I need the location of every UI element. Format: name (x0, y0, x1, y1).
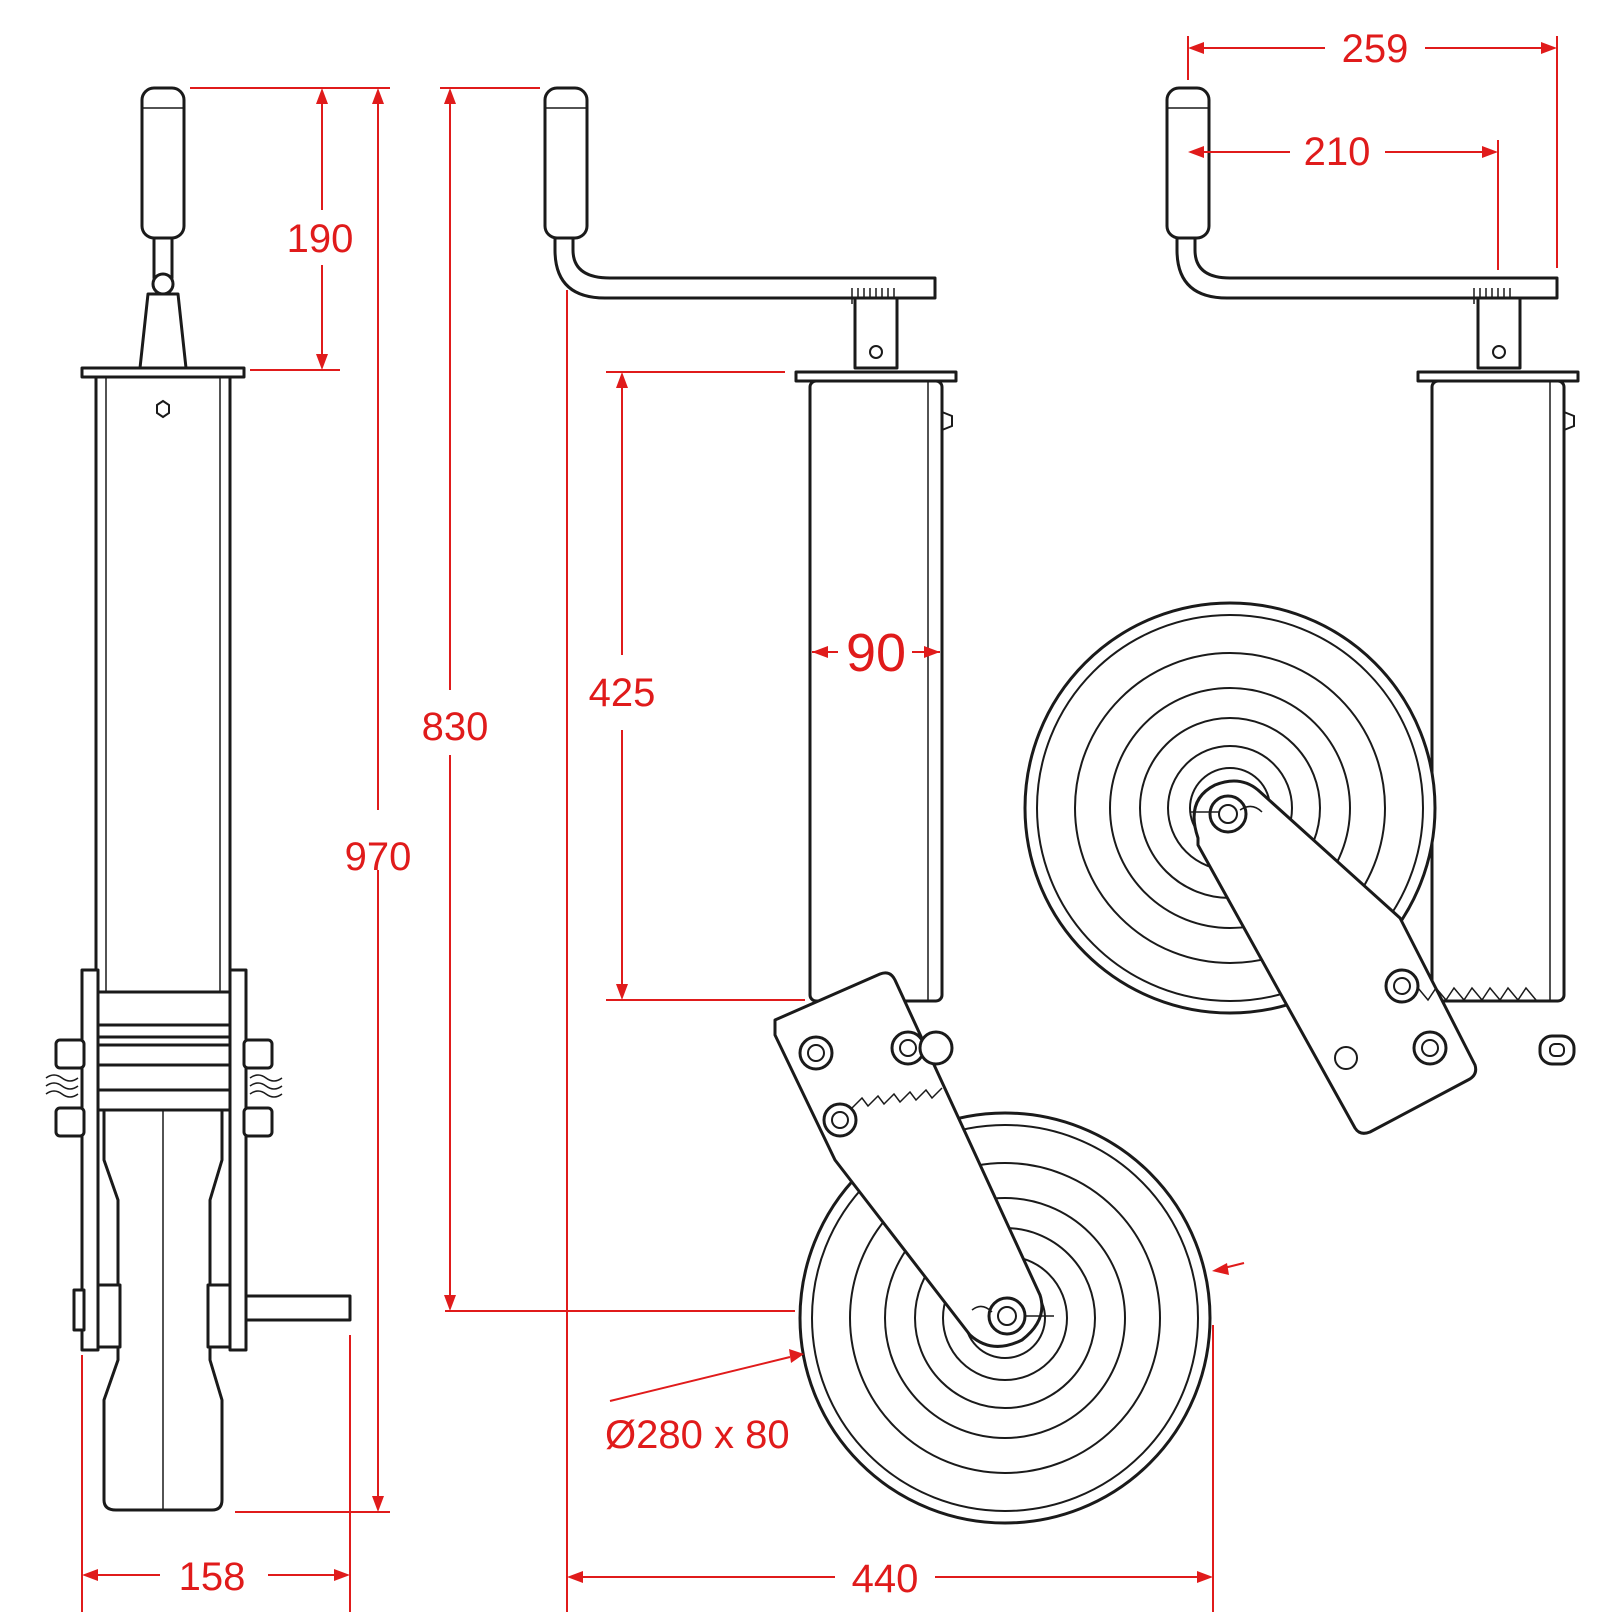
label-handle-height: 190 (287, 217, 354, 261)
front-main-tube (94, 375, 232, 994)
dimension-lines (81, 36, 1558, 1612)
label-crank-offset-short: 210 (1304, 130, 1371, 174)
front-clamp-bracket (80, 968, 100, 1352)
deployed-main-tube (1430, 379, 1566, 1003)
dimension-labels: 190 970 830 425 90 259 210 158 440 Ø280 … (179, 27, 1409, 1601)
label-base-width: 158 (179, 1555, 246, 1599)
label-overall-height: 970 (345, 835, 412, 879)
label-overall-depth: 440 (852, 1557, 919, 1601)
deployed-crank-grip (1165, 86, 1211, 240)
side-main-tube (808, 379, 944, 1003)
side-crank-arm (553, 236, 937, 300)
side-crank-grip (543, 86, 589, 240)
deployed-view (1023, 86, 1580, 1135)
side-swing-arm (773, 971, 1044, 1348)
side-view (543, 86, 1212, 1525)
label-tube-length: 425 (589, 671, 656, 715)
deployed-swing-arm (1192, 779, 1478, 1135)
label-crank-offset-long: 259 (1342, 27, 1409, 71)
label-extended-height: 830 (422, 705, 489, 749)
front-handle-grip (140, 86, 186, 240)
label-wheel-size: Ø280 x 80 (605, 1413, 790, 1457)
label-tube-diameter: 90 (846, 623, 906, 683)
front-view (45, 86, 352, 1512)
